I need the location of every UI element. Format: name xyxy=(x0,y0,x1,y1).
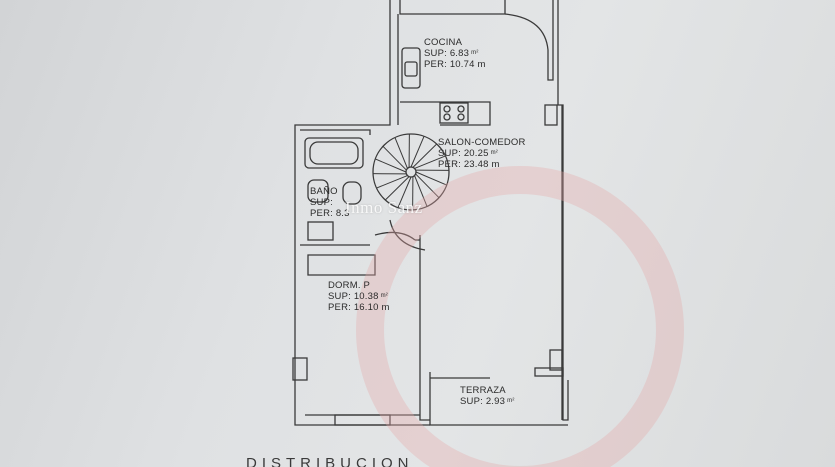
stair-step xyxy=(414,175,428,207)
kitchen-counter xyxy=(400,101,491,126)
bedroom-wall xyxy=(415,235,430,421)
room-name: BAÑO xyxy=(310,186,338,197)
room-name: SALON-COMEDOR xyxy=(438,137,526,148)
spiral-stair xyxy=(372,133,450,211)
bath-counter xyxy=(307,221,334,241)
watermark-text: Inmo Sanz xyxy=(345,198,423,217)
kitchen-door xyxy=(504,0,554,81)
footer-title: DISTRIBUCION xyxy=(246,455,414,467)
room-sup: SUP: xyxy=(310,197,333,208)
room-per: PER: 16.10 m xyxy=(328,302,390,313)
room-name: DORM. P xyxy=(328,280,371,291)
hob-ring xyxy=(457,113,465,121)
terrace-post xyxy=(534,367,564,377)
stair-step xyxy=(382,145,407,171)
stair-step xyxy=(412,143,438,168)
terrace-wall xyxy=(429,372,568,426)
faint-logo-ring xyxy=(356,166,684,467)
toilet xyxy=(342,181,362,205)
stair-step xyxy=(397,176,412,208)
right-window xyxy=(544,104,558,126)
stair-step xyxy=(415,173,440,199)
bathtub-inner xyxy=(309,141,359,165)
kitchen-sink xyxy=(401,47,421,89)
room-name: TERRAZA xyxy=(460,385,506,396)
sink xyxy=(307,179,329,203)
stair-step xyxy=(414,155,446,169)
room-name: COCINA xyxy=(424,37,463,48)
bedroom-wardrobe xyxy=(307,254,376,276)
stair-step xyxy=(410,136,425,168)
bath-bottom-wall xyxy=(300,231,416,246)
bedroom-window-sill xyxy=(334,414,391,426)
hob-ring xyxy=(443,105,451,113)
hob xyxy=(439,102,469,124)
room-label-bano: BAÑO SUP: PER: 8.3 xyxy=(310,186,350,219)
stair-step xyxy=(375,158,407,173)
room-per: PER: 8.3 xyxy=(310,208,350,219)
right-window-2 xyxy=(549,349,563,371)
stair-step xyxy=(394,137,408,169)
column-left xyxy=(292,357,308,381)
stair-step xyxy=(376,175,408,189)
room-per: PER: 23.48 m xyxy=(438,159,500,170)
room-per: PER: 10.74 m xyxy=(424,59,486,70)
kitchen-sink-basin xyxy=(404,61,418,77)
stair-step xyxy=(415,171,447,186)
bath-wall xyxy=(300,129,371,135)
hob-ring xyxy=(457,105,465,113)
stair-step xyxy=(384,176,410,201)
outer-wall-right xyxy=(557,0,569,421)
spiral-stair-core xyxy=(405,166,417,178)
bedroom-door xyxy=(389,219,426,251)
spiral-stair-steps xyxy=(373,134,449,210)
bathtub xyxy=(304,137,364,169)
hob-ring xyxy=(443,113,451,121)
kitchen-top-wall xyxy=(399,0,506,15)
